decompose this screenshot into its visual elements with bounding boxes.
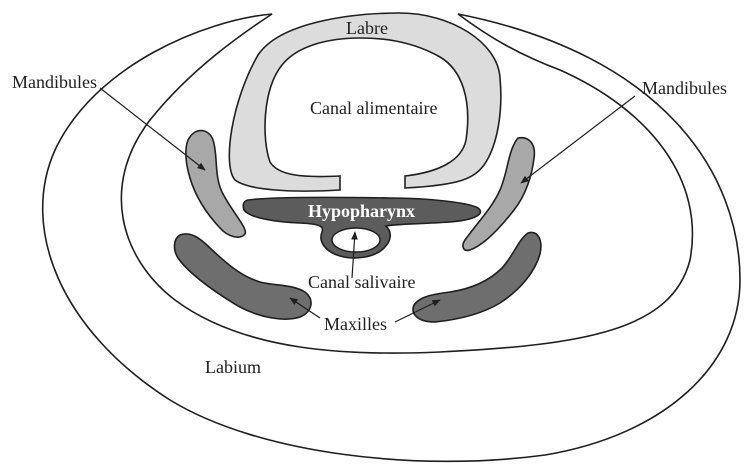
labium-outline: [43, 14, 740, 461]
label-canal-salivaire: Canal salivaire: [308, 272, 415, 292]
arrow-mandibule-right: [521, 96, 635, 183]
label-labre: Labre: [346, 18, 388, 38]
canal-salivaire-opening: [332, 228, 380, 252]
label-mandibules-left: Mandibules: [12, 72, 97, 92]
label-hypopharynx: Hypopharynx: [308, 201, 415, 221]
label-maxilles: Maxilles: [324, 314, 387, 334]
label-mandibules-right: Mandibules: [642, 78, 727, 98]
label-labium: Labium: [205, 357, 261, 377]
arrow-mandibule-left: [100, 88, 205, 170]
label-canal-alimentaire: Canal alimentaire: [310, 98, 437, 118]
maxilla-left: [174, 234, 311, 319]
